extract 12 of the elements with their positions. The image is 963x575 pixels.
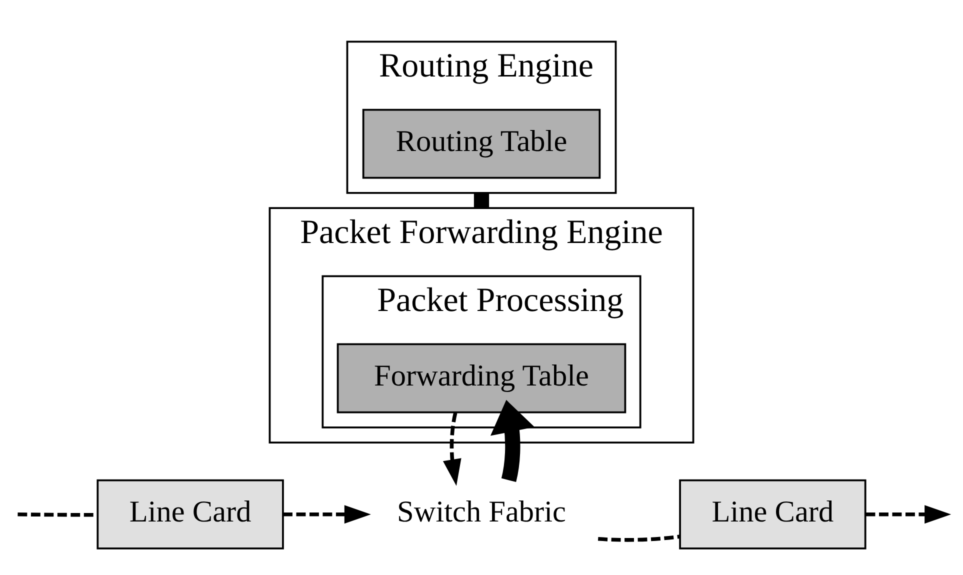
node-box: Line Card <box>679 479 866 550</box>
connector <box>598 534 680 542</box>
node-text: Switch Fabric <box>397 494 566 529</box>
node-box: Forwarding Table <box>336 343 626 414</box>
arrow <box>442 412 462 486</box>
arrow <box>866 505 952 524</box>
node-box: Routing Table <box>362 108 601 179</box>
connector <box>18 512 98 517</box>
arrow <box>283 505 371 524</box>
node-box: Line Card <box>96 479 284 550</box>
connector <box>474 192 490 208</box>
arrow <box>490 400 535 482</box>
